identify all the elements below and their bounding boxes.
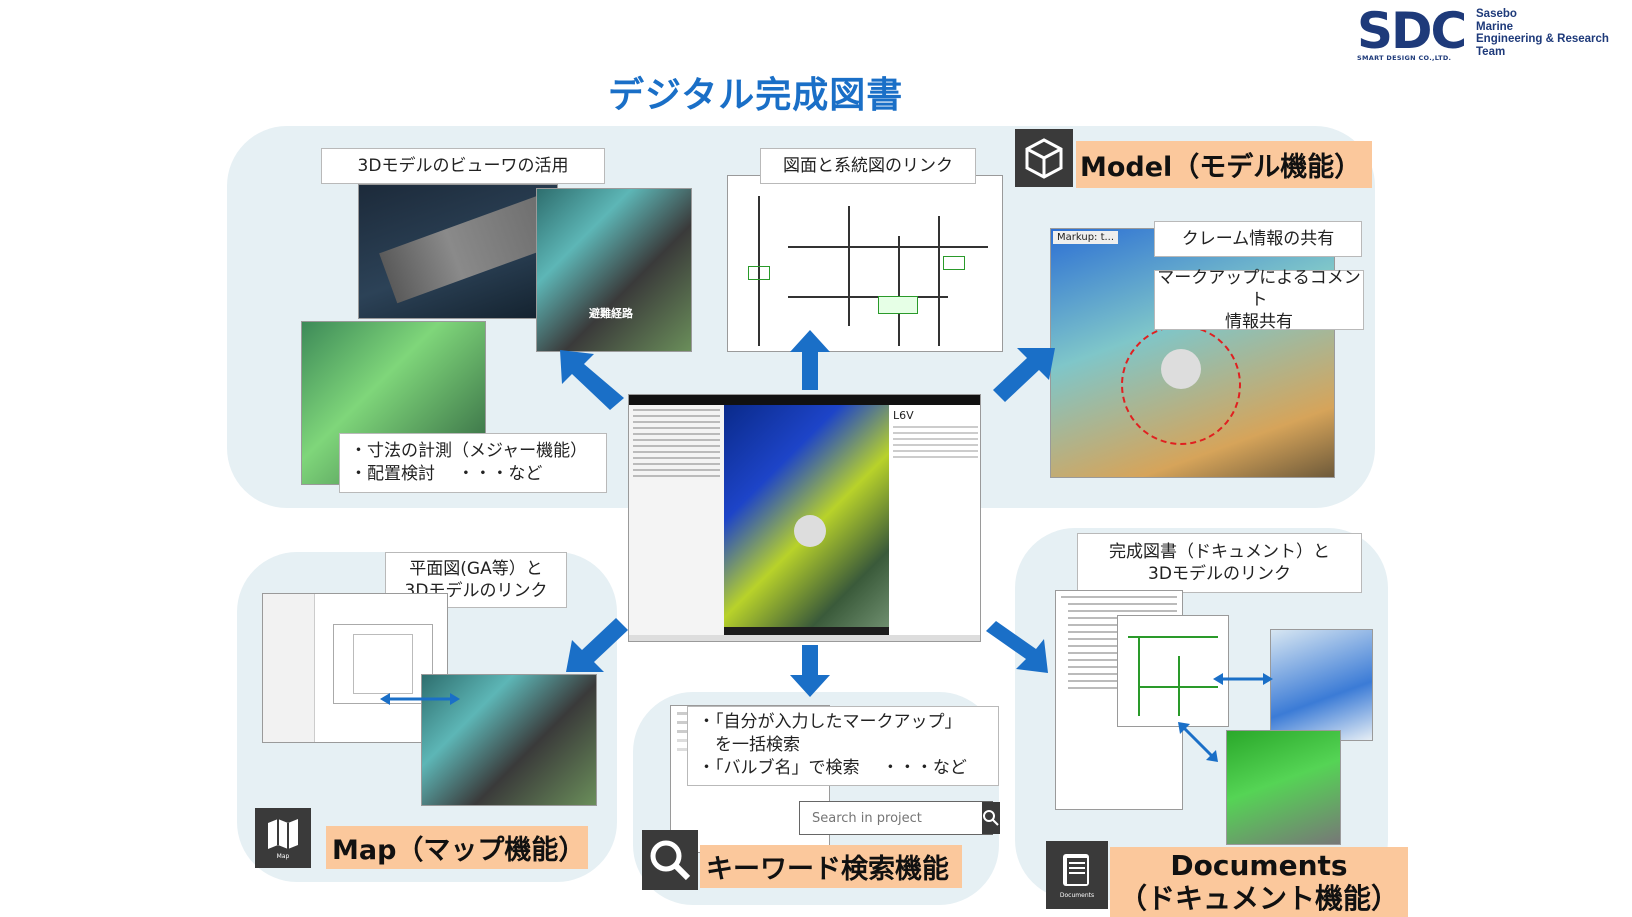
- search-bar[interactable]: [799, 801, 1000, 835]
- map-title: Map（マップ機能）: [326, 826, 588, 869]
- company-line-4: Team: [1476, 45, 1506, 58]
- markup-3d-screenshot[interactable]: Markup: t...: [1050, 228, 1335, 478]
- markup-window-title: Markup: t...: [1053, 231, 1119, 244]
- model-title: Model（モデル機能）: [1076, 141, 1372, 188]
- main-viewer-screenshot[interactable]: L6V: [628, 394, 981, 642]
- documents-title-line-2: （ドキュメント機能）: [1118, 882, 1399, 915]
- arrow-to-search: [790, 645, 830, 697]
- map-icon-caption: Map: [276, 852, 290, 860]
- markup-label-line-2: 情報共有: [1225, 312, 1293, 332]
- search-input[interactable]: [800, 802, 982, 834]
- page-title: デジタル完成図書: [608, 75, 904, 116]
- model-bullets: ・寸法の計測（メジャー機能） ・配置検討 ・・・など: [339, 433, 607, 493]
- company-line-2: Marine: [1476, 20, 1514, 33]
- arrow-to-documents: [986, 621, 1048, 673]
- documents-label-line-1: 完成図書（ドキュメント）と: [1109, 542, 1330, 562]
- viewer-3d-view[interactable]: [724, 405, 889, 627]
- search-bullet-1: ・「自分が入力したマークアップ」: [698, 712, 962, 732]
- ship-3d-screenshot[interactable]: [358, 184, 558, 319]
- markup-label-line-1: マークアップによるコメント: [1157, 268, 1361, 310]
- system-drawing-screenshot[interactable]: [727, 175, 1003, 352]
- logo-subtext: SMART DESIGN CO.,LTD.: [1357, 54, 1452, 62]
- arrow-to-map: [566, 618, 628, 672]
- folded-map-icon: [268, 818, 298, 849]
- evacuation-route-text: 避難経路: [589, 307, 633, 320]
- map-link-arrow: [380, 693, 460, 705]
- search-icon: [983, 810, 999, 826]
- search-title: キーワード検索機能: [700, 845, 962, 888]
- documents-link-label: 完成図書（ドキュメント）と 3Dモデルのリンク: [1077, 533, 1362, 593]
- search-bullet-2: を一括検索: [698, 735, 800, 755]
- company-line-1: Sasebo: [1476, 8, 1517, 20]
- viewer-toolbar: [629, 395, 980, 405]
- map-label-line-1: 平面図(GA等）と: [409, 559, 543, 579]
- model-icon: [1015, 129, 1073, 187]
- model-bullet-1: ・寸法の計測（メジャー機能）: [350, 441, 588, 461]
- documents-3d-screenshot[interactable]: [1270, 629, 1373, 741]
- pipes-3d-screenshot[interactable]: 避難経路: [536, 188, 692, 352]
- search-feature-icon: [642, 830, 698, 890]
- map-icon: Map: [255, 808, 311, 868]
- arrow-to-viewer: [560, 350, 624, 410]
- company-line-3: Engineering & Research: [1476, 33, 1609, 45]
- documents-link-arrow-diagonal: [1178, 722, 1218, 762]
- viewer-object-name: L6V: [893, 409, 914, 422]
- arrow-to-markup: [993, 348, 1055, 402]
- drawing-link-label: 図面と系統図のリンク: [760, 148, 976, 184]
- viewer-property-panel: L6V: [889, 405, 980, 637]
- magnifier-icon: [650, 840, 691, 881]
- sdc-logo: SDC: [1357, 2, 1467, 60]
- viewer-tree-panel: [629, 405, 724, 637]
- ship-hull: [378, 194, 557, 304]
- documents-link-arrow-horizontal: [1213, 673, 1273, 685]
- model-bullet-2: ・配置検討 ・・・など: [350, 464, 543, 484]
- arrow-to-drawing: [790, 330, 830, 390]
- documents-title-line-1: Documents: [1170, 849, 1348, 882]
- map-screenshot[interactable]: [262, 593, 448, 743]
- documents-3d-detail-screenshot[interactable]: [1226, 730, 1341, 845]
- company-name: Sasebo Marine Engineering & Research Tea…: [1476, 8, 1609, 58]
- cube-icon: [1025, 138, 1063, 179]
- documents-drawing-screenshot[interactable]: [1117, 615, 1229, 727]
- map-link-label: 平面図(GA等）と 3Dモデルのリンク: [385, 552, 567, 608]
- search-bullet-3: ・「バルブ名」で検索 ・・・など: [698, 758, 967, 778]
- documents-icon: Documents: [1046, 841, 1108, 909]
- book-icon: [1063, 853, 1089, 886]
- viewer-bottom-bar: [629, 635, 980, 641]
- search-button[interactable]: [982, 802, 1000, 834]
- search-bullets: ・「自分が入力したマークアップ」 を一括検索 ・「バルブ名」で検索 ・・・など: [687, 706, 999, 786]
- markup-comment-label: マークアップによるコメント 情報共有: [1154, 268, 1364, 332]
- documents-icon-caption: Documents: [1059, 891, 1095, 899]
- viewer-usage-label: 3Dモデルのビューワの活用: [321, 148, 605, 184]
- documents-title: Documents （ドキュメント機能）: [1110, 847, 1408, 917]
- documents-label-line-2: 3Dモデルのリンク: [1148, 564, 1291, 584]
- claim-sharing-label: クレーム情報の共有: [1154, 221, 1362, 257]
